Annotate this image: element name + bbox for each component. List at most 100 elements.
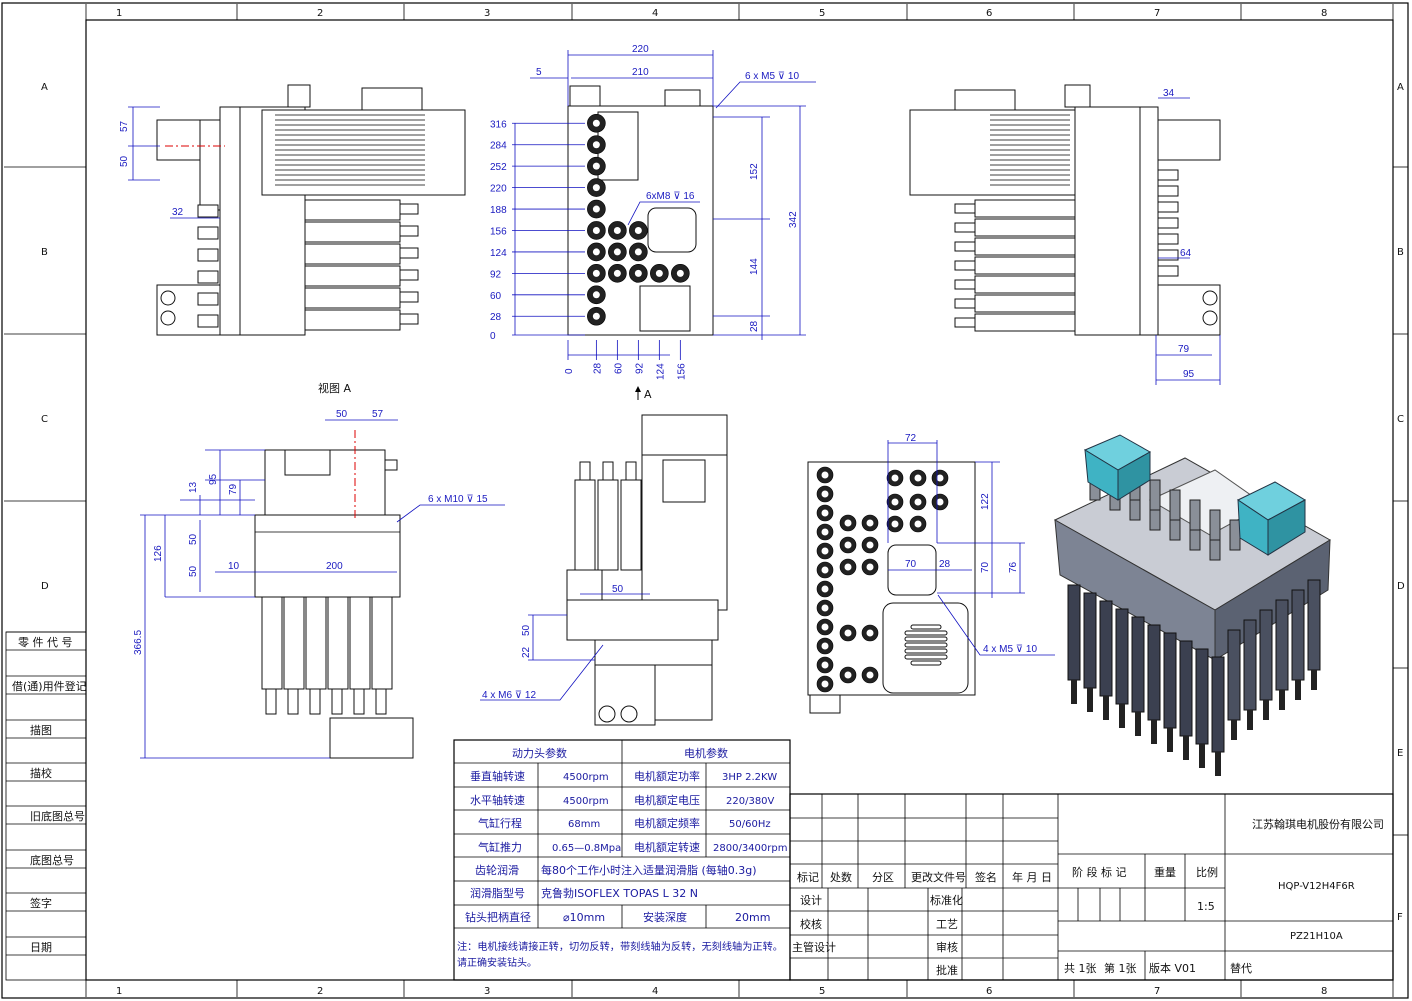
spindle-bore xyxy=(613,226,621,234)
spindle-bore xyxy=(844,519,852,527)
dim-220: 220 xyxy=(632,44,649,55)
spindle-bore xyxy=(866,563,874,571)
company-name: 江苏翰琪电机股份有限公司 xyxy=(1252,817,1384,831)
spindle xyxy=(265,688,277,715)
column-number: 5 xyxy=(819,986,825,997)
column-number: 4 xyxy=(652,986,658,997)
spindle-housing xyxy=(1179,640,1193,737)
y-tick-label: 284 xyxy=(490,141,507,152)
spindle-housing xyxy=(1099,600,1113,697)
spindle-bore xyxy=(592,205,600,213)
model-number: HQP-V12H4F6R xyxy=(1278,881,1355,892)
spindle-shaft xyxy=(1231,720,1237,740)
dim-50: 50 xyxy=(336,409,348,420)
fitting xyxy=(1157,217,1179,229)
note-4xM5: 4 x M5 ⊽ 10 xyxy=(983,644,1037,655)
revision-header: 年 月 日 xyxy=(1012,870,1052,884)
cylinder xyxy=(304,265,401,287)
dim-22: 22 xyxy=(521,646,532,658)
fitting xyxy=(197,270,219,284)
dim-70: 70 xyxy=(905,559,917,570)
spindle-bore xyxy=(613,248,621,256)
dim-28: 28 xyxy=(749,320,760,332)
spindle xyxy=(287,688,299,715)
row-letter: C xyxy=(41,414,48,425)
dim-126: 126 xyxy=(153,545,164,562)
cylinder xyxy=(974,199,1076,218)
dim-72: 72 xyxy=(905,433,917,444)
vent-slot xyxy=(904,636,948,642)
fitting xyxy=(625,461,637,481)
dim-28: 28 xyxy=(939,559,951,570)
x-tick-label: 28 xyxy=(592,362,603,374)
spindle-bore xyxy=(821,471,829,479)
spindle-housing xyxy=(1147,624,1161,721)
spindle-shaft xyxy=(1263,700,1269,720)
row-letter: B xyxy=(41,247,48,258)
spindle-bore xyxy=(634,269,642,277)
x-tick-label: 60 xyxy=(613,362,624,374)
front-view: 220 210 5 6 x M5 ⊽ 10 6xM8 ⊽ 16 31628425… xyxy=(490,44,816,401)
spindle-bore xyxy=(821,528,829,536)
revision-header: 签名 xyxy=(975,870,997,884)
dim-122: 122 xyxy=(980,493,991,510)
spindle-bore xyxy=(891,498,899,506)
fitting xyxy=(197,204,219,218)
dim-200: 200 xyxy=(326,561,343,572)
spindle-bore xyxy=(821,623,829,631)
vent-slot xyxy=(904,630,948,636)
note-6xM8: 6xM8 ⊽ 16 xyxy=(646,191,695,202)
cylinder-fitting xyxy=(954,222,976,233)
side-panel-label: 零 件 代 号 xyxy=(18,636,73,649)
spindle-housing xyxy=(1195,648,1209,745)
dim-57: 57 xyxy=(372,409,384,420)
side-view-right: 34 64 79 95 xyxy=(909,84,1221,385)
spindle-shaft xyxy=(1135,712,1141,736)
motor-param-value: 50/60Hz xyxy=(729,819,771,830)
spindle-shaft xyxy=(1183,736,1189,760)
cylinder xyxy=(304,243,401,265)
check-label: 校核 xyxy=(800,917,822,931)
column-number: 8 xyxy=(1321,8,1327,19)
dim-32: 32 xyxy=(172,207,184,218)
cylinder xyxy=(304,199,401,221)
isometric-render xyxy=(1053,434,1331,776)
spindle-bore xyxy=(914,498,922,506)
dim-366-5: 366.5 xyxy=(133,630,144,655)
vent-slot xyxy=(910,660,942,666)
dim-50: 50 xyxy=(119,155,130,167)
dim-342: 342 xyxy=(788,211,799,228)
spindle-bore xyxy=(914,474,922,482)
spindle-housing xyxy=(1067,584,1081,681)
spindle xyxy=(309,688,321,715)
spindle-bore xyxy=(844,563,852,571)
column-number: 2 xyxy=(317,986,323,997)
motor-param-label: 电机额定功率 xyxy=(634,769,700,783)
spindle-bore xyxy=(655,269,663,277)
spindle-bore xyxy=(844,671,852,679)
cylinder xyxy=(974,256,1076,275)
param-value: 4500rpm xyxy=(563,796,609,807)
dim-210: 210 xyxy=(632,67,649,78)
spindle-bore xyxy=(592,184,600,192)
view-a-arrow-label: A xyxy=(644,388,652,401)
vent-slot xyxy=(910,624,942,630)
spindle-bore xyxy=(866,629,874,637)
spindle xyxy=(353,688,365,715)
cylinder-fitting xyxy=(399,291,419,303)
cylinder xyxy=(327,596,349,690)
cylinder-fitting xyxy=(399,203,419,215)
spindle-bore xyxy=(936,498,944,506)
spindle-shaft xyxy=(1247,710,1253,730)
cylinder xyxy=(974,313,1076,332)
gear-label: 齿轮润滑 xyxy=(475,863,519,877)
side-panel-label: 底图总号 xyxy=(30,853,74,867)
cylinder xyxy=(305,596,327,690)
spindle-bore xyxy=(592,248,600,256)
fitting xyxy=(1157,169,1179,181)
note-4xM6: 4 x M6 ⊽ 12 xyxy=(482,690,536,701)
spindle-housing xyxy=(1083,592,1097,689)
cylinder-fitting xyxy=(954,203,976,214)
dim-10: 10 xyxy=(228,561,240,572)
